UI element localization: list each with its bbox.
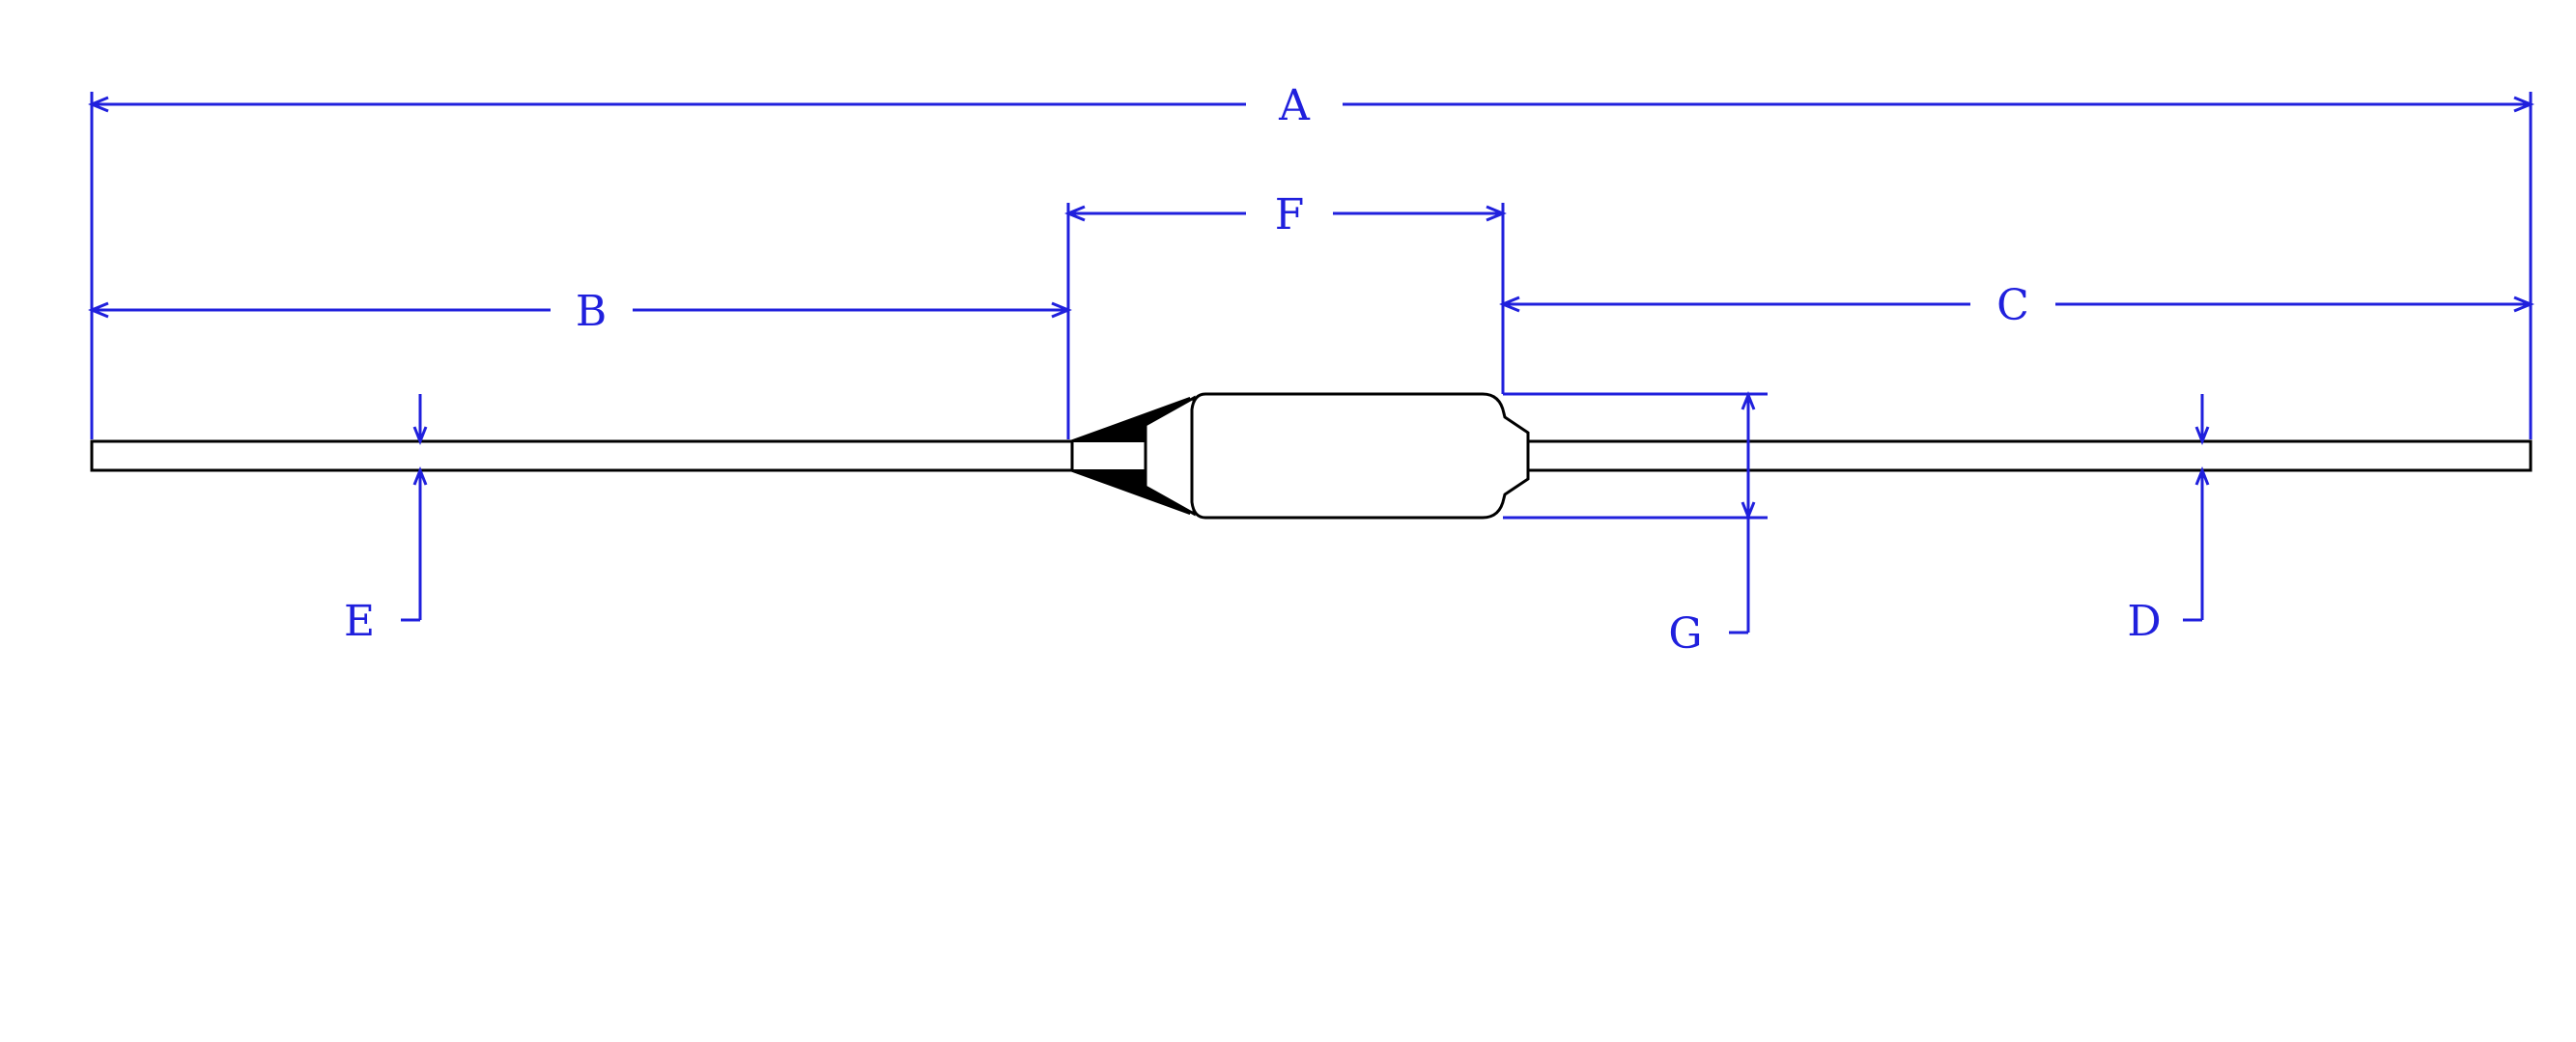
label-g: G xyxy=(1668,609,1702,659)
label-a: A xyxy=(1278,81,1311,130)
fuse-body xyxy=(1190,392,1530,520)
dimension-f: F xyxy=(1064,190,1507,239)
label-e: E xyxy=(344,597,375,646)
dimension-a: A xyxy=(88,81,2534,130)
left-lead xyxy=(90,439,1074,472)
dimension-e: E xyxy=(344,394,428,646)
dimension-b: B xyxy=(88,287,1072,336)
label-d: D xyxy=(2127,597,2161,646)
dimension-g: G xyxy=(1668,390,1756,659)
dimension-d: D xyxy=(2127,394,2210,646)
left-crimp xyxy=(1069,395,1196,517)
label-f: F xyxy=(1275,190,1305,239)
label-c: C xyxy=(1996,281,2029,330)
extension-lines xyxy=(90,92,2533,520)
right-lead xyxy=(1524,439,2533,472)
label-b: B xyxy=(576,287,607,336)
dimension-c: C xyxy=(1499,281,2534,330)
